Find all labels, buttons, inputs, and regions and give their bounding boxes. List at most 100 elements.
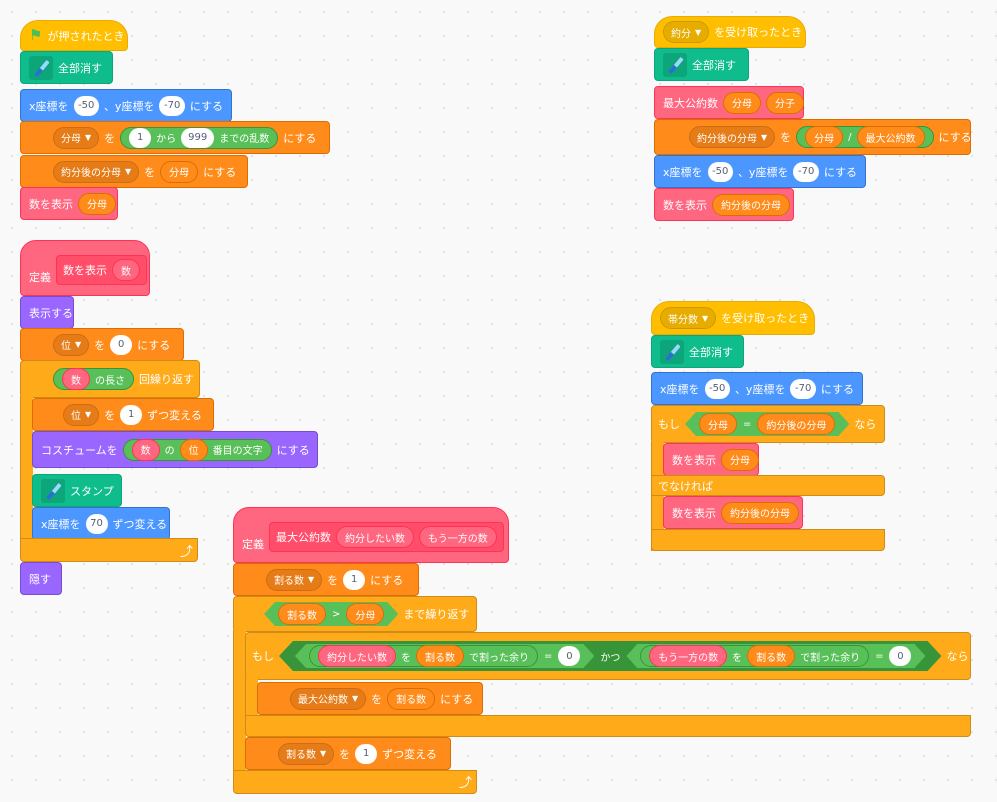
- value-input[interactable]: 1: [343, 569, 366, 590]
- argument-reporter[interactable]: 約分したい数: [318, 645, 396, 667]
- argument-reporter[interactable]: もう一方の数: [419, 526, 497, 548]
- variable-reporter[interactable]: 割る数: [416, 645, 464, 667]
- pen-stamp-block[interactable]: スタンプ: [32, 474, 122, 507]
- variable-reporter[interactable]: 分母: [699, 413, 737, 435]
- pen-icon: [660, 339, 684, 364]
- argument-reporter[interactable]: 約分したい数: [336, 526, 414, 548]
- variable-dropdown[interactable]: 約分後の分母▼: [689, 126, 776, 148]
- y-input[interactable]: -70: [793, 161, 819, 182]
- set-variable-block[interactable]: 約分後の分母▼ を 分母 / 最大公約数 にする: [654, 119, 972, 155]
- variable-reporter[interactable]: 分子: [766, 91, 804, 114]
- message-dropdown[interactable]: 約分▼: [663, 21, 710, 43]
- variable-dropdown[interactable]: 割る数▼: [266, 568, 323, 591]
- define-hat-block[interactable]: 定義 最大公約数 約分したい数 もう一方の数: [233, 507, 509, 563]
- dropdown-value: 割る数: [274, 576, 304, 587]
- variable-dropdown[interactable]: 位▼: [53, 333, 90, 356]
- value-input[interactable]: 0: [889, 646, 911, 666]
- when-flag-clicked-hat[interactable]: ⚑ が押されたとき: [20, 20, 128, 51]
- when-i-receive-hat[interactable]: 帯分数▼ を受け取ったとき: [651, 301, 815, 335]
- if-block[interactable]: もし 約分したい数 を 割る数 で割った余り = 0 かつ もう一方の数 を 割…: [245, 632, 971, 680]
- goto-xy-block[interactable]: x座標を -50 、y座標を -70 にする: [654, 155, 866, 188]
- repeat-block[interactable]: 数 の長さ 回繰り返す: [20, 360, 200, 398]
- set-variable-block[interactable]: 割る数▼ を 1 にする: [233, 563, 419, 596]
- random-from-input[interactable]: 1: [129, 127, 152, 148]
- variable-reporter[interactable]: 約分後の分母: [757, 413, 835, 435]
- custom-block-call[interactable]: 数を表示 分母: [663, 443, 759, 476]
- variable-reporter[interactable]: 約分後の分母: [721, 501, 799, 524]
- variable-dropdown[interactable]: 位▼: [63, 403, 100, 426]
- variable-reporter[interactable]: 位: [179, 438, 208, 461]
- custom-block-prototype[interactable]: 数を表示 数: [56, 255, 147, 285]
- value-input[interactable]: 1: [120, 404, 143, 425]
- set-variable-block[interactable]: 約分後の分母▼ を 分母 にする: [20, 155, 248, 188]
- variable-dropdown[interactable]: 最大公約数▼: [290, 687, 367, 710]
- message-dropdown[interactable]: 帯分数▼: [660, 307, 717, 329]
- equals-operator[interactable]: 約分したい数 を 割る数 で割った余り = 0: [295, 644, 594, 668]
- length-of-reporter[interactable]: 数 の長さ: [53, 368, 134, 390]
- goto-xy-block[interactable]: x座標を -50 、y座標を -70 にする: [651, 372, 863, 405]
- letter-of-reporter[interactable]: 数 の 位 番目の文字: [122, 438, 272, 461]
- show-block[interactable]: 表示する: [20, 296, 74, 329]
- operator-label: >: [332, 608, 341, 620]
- goto-xy-block[interactable]: x座標を -50 、y座標を -70 にする: [20, 89, 232, 122]
- set-variable-block[interactable]: 位▼ を 0 にする: [20, 328, 184, 361]
- custom-block-call[interactable]: 最大公約数 分母 分子: [654, 86, 804, 119]
- define-hat-block[interactable]: 定義 数を表示 数: [20, 240, 150, 296]
- pen-clear-block[interactable]: 全部消す: [20, 51, 113, 84]
- custom-block-call[interactable]: 数を表示 約分後の分母: [663, 496, 803, 529]
- block-label: を受け取ったとき: [721, 312, 810, 325]
- mod-reporter[interactable]: 約分したい数 を 割る数 で割った余り: [309, 645, 538, 667]
- change-x-block[interactable]: x座標を 70 ずつ変える: [32, 507, 170, 540]
- variable-reporter[interactable]: 分母: [346, 603, 384, 625]
- divide-reporter[interactable]: 分母 / 最大公約数: [796, 126, 934, 148]
- variable-reporter[interactable]: 割る数: [387, 687, 436, 710]
- value-input[interactable]: 0: [110, 334, 133, 355]
- argument-reporter[interactable]: もう一方の数: [649, 645, 727, 667]
- pick-random-reporter[interactable]: 1 から 999 までの乱数: [120, 126, 279, 149]
- random-to-input[interactable]: 999: [181, 127, 215, 148]
- change-variable-block[interactable]: 割る数▼ を 1 ずつ変える: [245, 737, 451, 770]
- and-operator[interactable]: 約分したい数 を 割る数 で割った余り = 0 かつ もう一方の数 を 割る数 …: [279, 641, 941, 671]
- when-i-receive-hat[interactable]: 約分▼ を受け取ったとき: [654, 16, 806, 48]
- equals-operator[interactable]: 分母 = 約分後の分母: [685, 412, 849, 436]
- set-variable-block[interactable]: 最大公約数▼ を 割る数 にする: [257, 682, 483, 715]
- set-variable-block[interactable]: 分母▼ を 1 から 999 までの乱数 にする: [20, 121, 330, 154]
- variable-reporter[interactable]: 分母: [160, 160, 199, 183]
- argument-reporter[interactable]: 数: [112, 259, 140, 281]
- y-input[interactable]: -70: [790, 378, 816, 399]
- if-else-block[interactable]: もし 分母 = 約分後の分母 なら: [651, 405, 885, 443]
- variable-reporter[interactable]: 分母: [805, 126, 844, 148]
- custom-block-call[interactable]: 数を表示 約分後の分母: [654, 188, 794, 221]
- custom-block-prototype[interactable]: 最大公約数 約分したい数 もう一方の数: [269, 522, 504, 552]
- variable-reporter[interactable]: 最大公約数: [856, 126, 925, 148]
- x-input[interactable]: -50: [704, 378, 730, 399]
- variable-reporter[interactable]: 分母: [78, 192, 116, 215]
- variable-reporter[interactable]: 割る数: [278, 603, 326, 625]
- y-input[interactable]: -70: [159, 95, 185, 116]
- variable-dropdown[interactable]: 分母▼: [53, 126, 100, 149]
- mod-reporter[interactable]: もう一方の数 を 割る数 で割った余り: [640, 645, 869, 667]
- variable-dropdown[interactable]: 割る数▼: [278, 742, 335, 765]
- hide-block[interactable]: 隠す: [20, 562, 62, 595]
- value-input[interactable]: 1: [355, 743, 378, 764]
- x-input[interactable]: -50: [73, 95, 99, 116]
- equals-operator[interactable]: もう一方の数 を 割る数 で割った余り = 0: [626, 644, 925, 668]
- argument-reporter[interactable]: 数: [131, 438, 160, 461]
- value-input[interactable]: 0: [558, 646, 580, 666]
- pen-clear-block[interactable]: 全部消す: [651, 335, 744, 368]
- variable-reporter[interactable]: 分母: [721, 448, 759, 471]
- argument-reporter[interactable]: 数: [62, 368, 90, 390]
- switch-costume-block[interactable]: コスチュームを 数 の 位 番目の文字 にする: [32, 431, 318, 468]
- change-variable-block[interactable]: 位▼ を 1 ずつ変える: [32, 398, 214, 431]
- variable-reporter[interactable]: 約分後の分母: [712, 193, 790, 216]
- value-input[interactable]: 70: [85, 513, 108, 534]
- variable-dropdown[interactable]: 約分後の分母▼: [53, 160, 140, 183]
- variable-reporter[interactable]: 分母: [723, 91, 761, 114]
- custom-block-call[interactable]: 数を表示 分母: [20, 187, 118, 220]
- x-input[interactable]: -50: [707, 161, 733, 182]
- variable-reporter[interactable]: 割る数: [747, 645, 795, 667]
- pen-clear-block[interactable]: 全部消す: [654, 48, 749, 81]
- repeat-until-block[interactable]: 割る数 > 分母 まで繰り返す: [233, 596, 477, 632]
- greater-than-operator[interactable]: 割る数 > 分母: [264, 602, 398, 626]
